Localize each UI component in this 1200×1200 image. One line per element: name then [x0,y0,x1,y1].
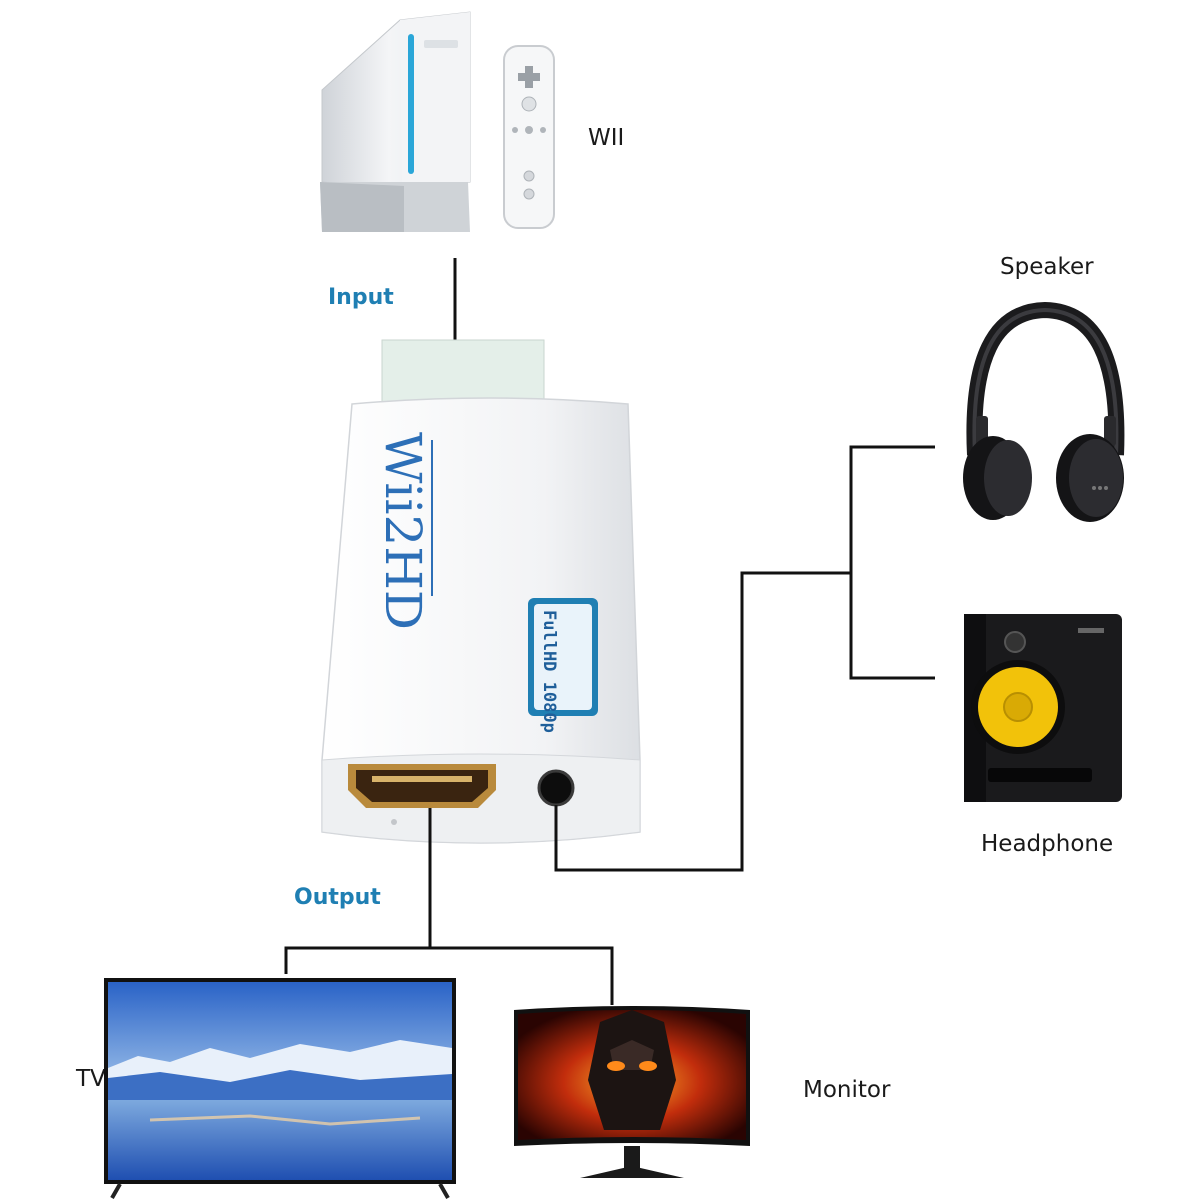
adapter-connector [381,339,545,409]
tv-icon [104,978,456,1199]
led-indicator [391,819,397,825]
monitor-label: Monitor [803,1077,891,1103]
adapter-brand-text: Wii2HD [374,432,432,630]
speaker-icon [964,614,1122,802]
audio-wire-split [849,445,935,680]
adapter: Wii2HD FullHD 1080p [321,339,641,844]
wii-console-icon [320,11,471,232]
output-wire-split [284,946,614,1005]
monitor-icon [514,1006,750,1178]
wii-remote-icon [503,45,555,229]
audio-jack [537,769,575,807]
output-label: Output [294,885,381,910]
speaker-label: Speaker [1000,254,1094,280]
hdmi-port [348,764,496,808]
headphones-icon [963,301,1125,522]
headphone-label: Headphone [981,831,1113,857]
adapter-badge-text: FullHD 1080p [539,610,559,733]
tv-label: TV [75,1066,106,1092]
input-label: Input [328,285,394,310]
audio-wire-main [554,571,852,872]
wii-label: WII [588,125,624,151]
